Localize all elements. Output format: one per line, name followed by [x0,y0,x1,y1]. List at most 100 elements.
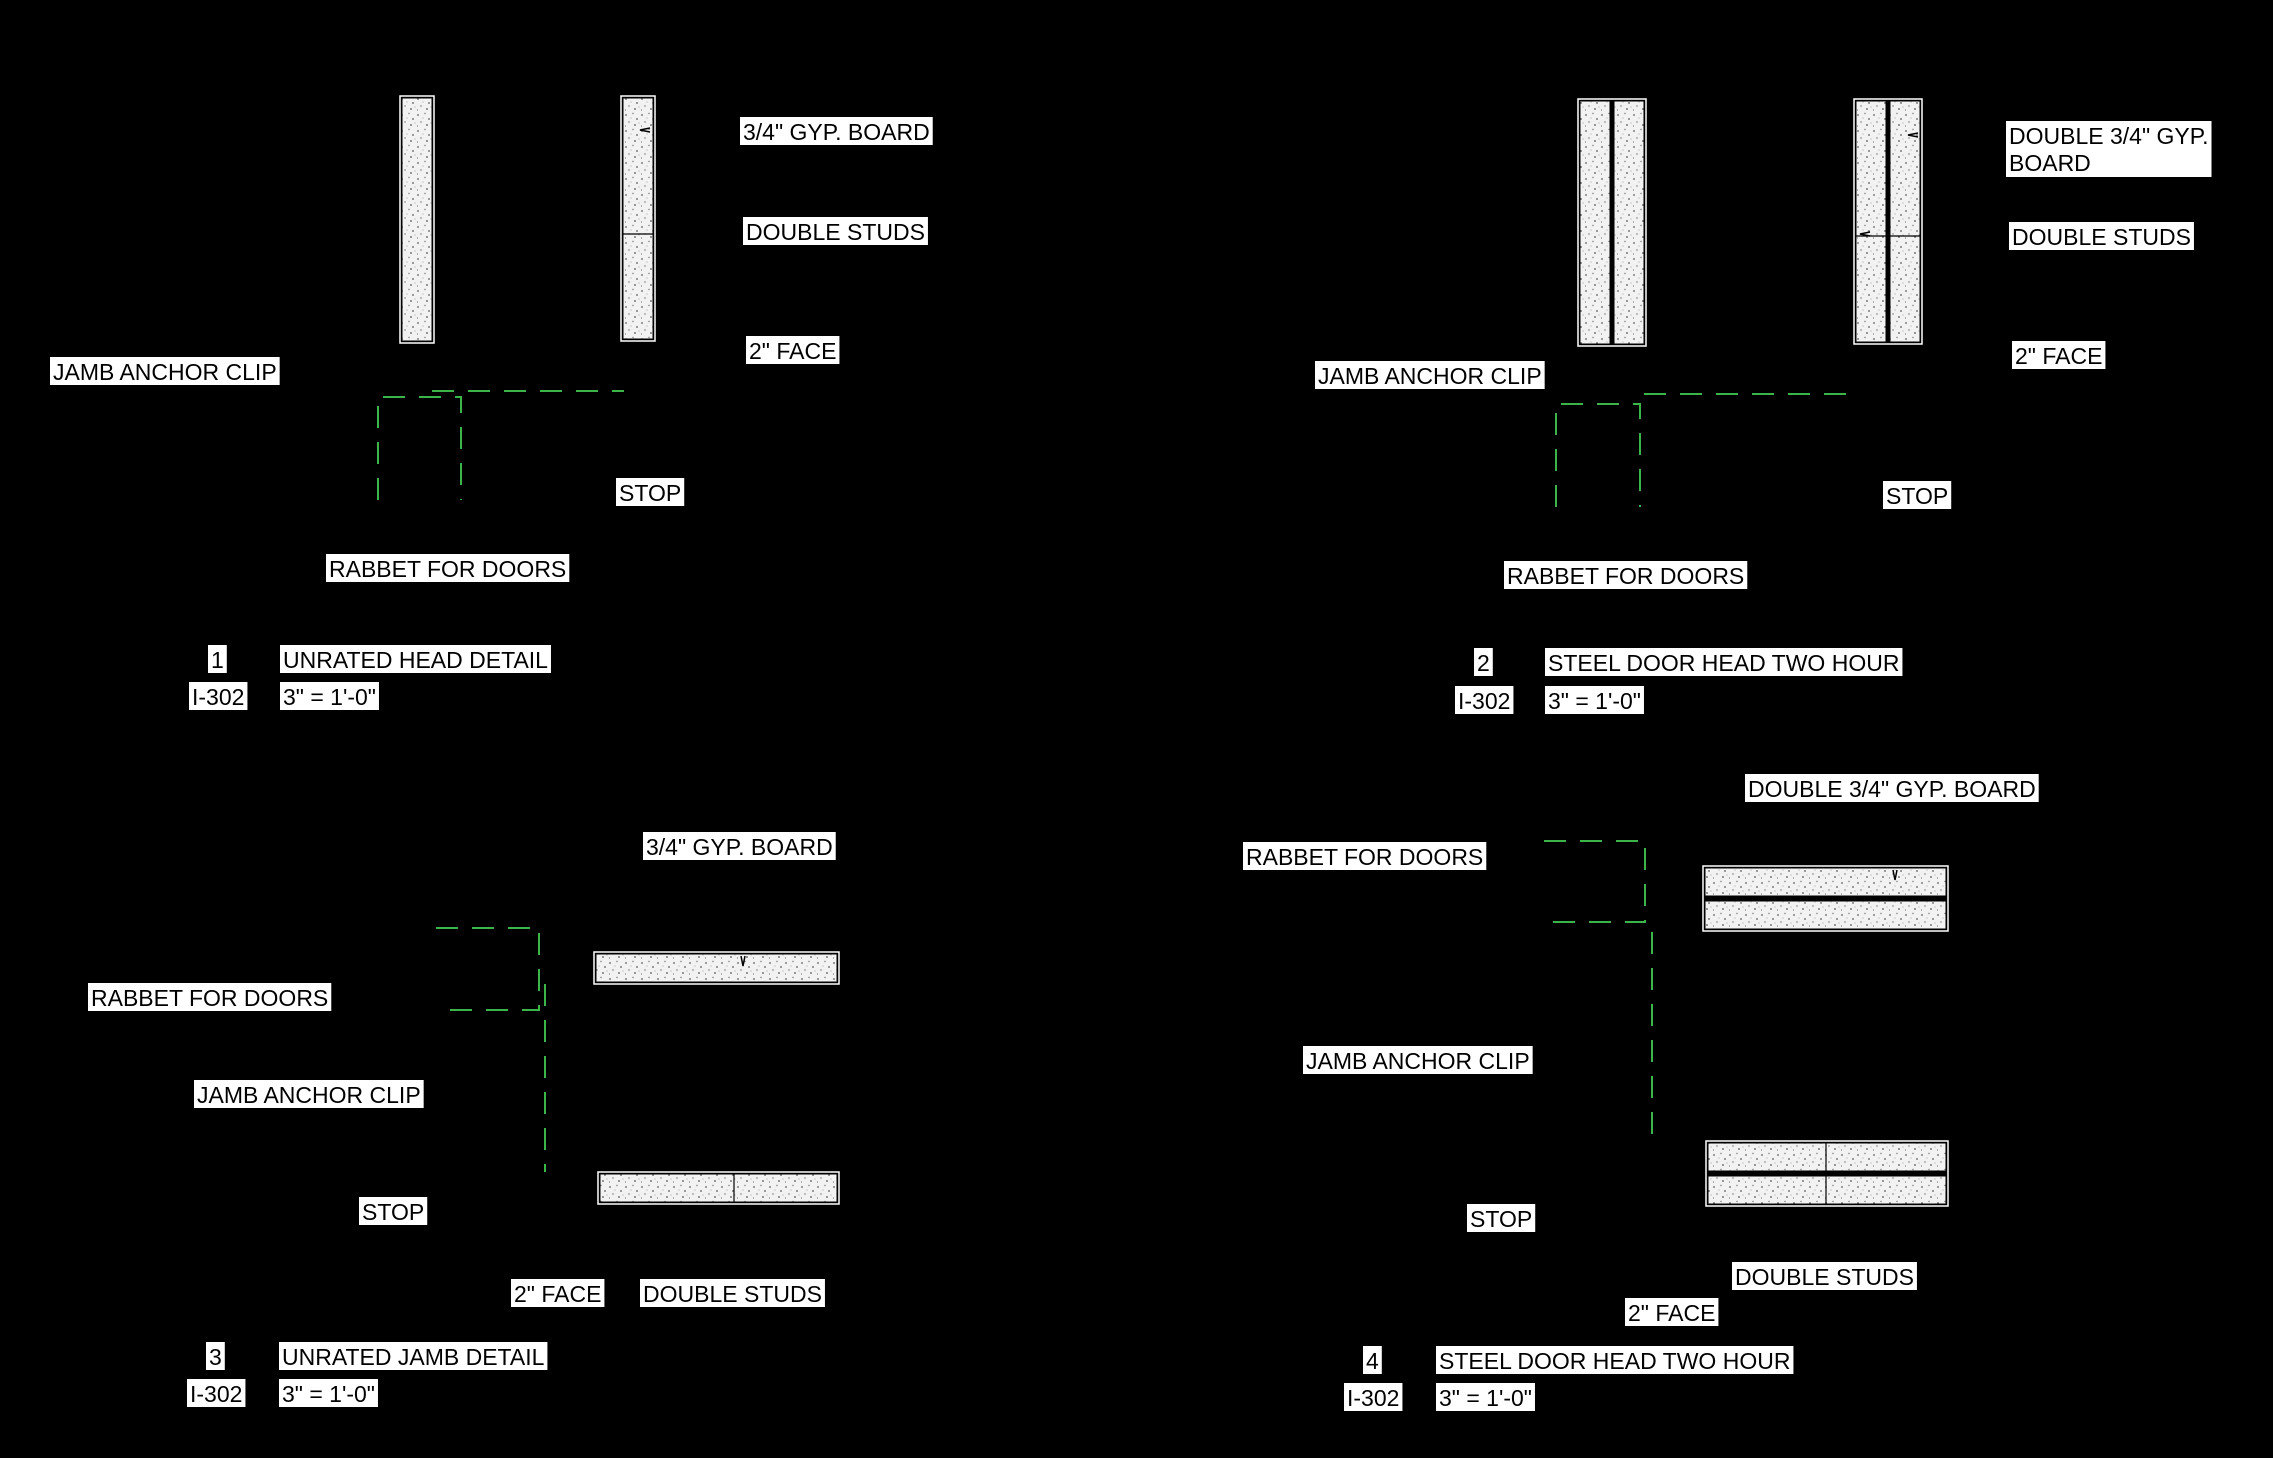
detail-title: UNRATED HEAD DETAIL [280,645,551,673]
svg-text:STEEL DOOR HEAD TWO HOUR: STEEL DOOR HEAD TWO HOUR [1439,1348,1790,1374]
leader-arrow [1892,869,1898,881]
rabbet-frame-shape [377,396,462,500]
svg-text:DOUBLE 3/4" GYP.: DOUBLE 3/4" GYP. [2009,123,2209,149]
gyp-board-left-inner [1613,100,1645,345]
svg-text:JAMB ANCHOR CLIP: JAMB ANCHOR CLIP [53,359,277,385]
leader-arrow-studs [1859,231,1871,237]
svg-text:STOP: STOP [1886,483,1948,509]
label-double-studs: DOUBLE STUDS [743,217,928,245]
leader-arrow [1907,132,1919,138]
label-gyp-board: 3/4" GYP. BOARD [740,117,933,145]
label-gyp-board: DOUBLE 3/4" GYP. BOARD [1745,774,2039,802]
svg-text:DOUBLE STUDS: DOUBLE STUDS [643,1281,822,1307]
svg-text:I-302: I-302 [1458,688,1510,714]
svg-text:3" = 1'-0": 3" = 1'-0" [283,684,376,710]
svg-text:3" = 1'-0": 3" = 1'-0" [1439,1385,1532,1411]
gyp-board-bottom-outer [1707,1142,1947,1172]
label-stop: STOP [616,478,685,506]
label-stop: STOP [1883,481,1952,509]
detail-scale: 3" = 1'-0" [1545,686,1644,714]
detail-title: STEEL DOOR HEAD TWO HOUR [1545,648,1903,676]
detail-number: 3 [206,1342,225,1370]
rabbet-frame-shape [436,927,540,1011]
svg-text:RABBET FOR DOORS: RABBET FOR DOORS [329,556,566,582]
detail-4: DOUBLE 3/4" GYP. BOARD RABBET FOR DOORS … [1243,774,2039,1411]
gyp-board-top-outer [1704,867,1947,897]
svg-text:DOUBLE STUDS: DOUBLE STUDS [1735,1264,1914,1290]
label-rabbet: RABBET FOR DOORS [1243,842,1487,870]
rabbet-frame-shape [1544,840,1646,923]
gyp-board-left-outline [1577,98,1647,347]
detail-number: 1 [208,645,227,673]
svg-text:RABBET FOR DOORS: RABBET FOR DOORS [91,985,328,1011]
gyp-board-top-inner [1704,900,1947,930]
svg-text:3/4" GYP. BOARD: 3/4" GYP. BOARD [646,834,833,860]
label-rabbet: RABBET FOR DOORS [1504,561,1748,589]
gyp-board-right-outer [1855,100,1887,343]
svg-text:I-302: I-302 [192,684,244,710]
detail-3: 3/4" GYP. BOARD RABBET FOR DOORS JAMB AN… [88,832,840,1407]
svg-text:2" FACE: 2" FACE [1628,1300,1715,1326]
svg-text:DOUBLE STUDS: DOUBLE STUDS [746,219,925,245]
svg-text:STOP: STOP [1470,1206,1532,1232]
svg-text:UNRATED HEAD DETAIL: UNRATED HEAD DETAIL [283,647,548,673]
svg-text:JAMB ANCHOR CLIP: JAMB ANCHOR CLIP [1306,1048,1530,1074]
gyp-board-bottom-outline [1705,1140,1949,1207]
label-stop: STOP [359,1197,428,1225]
svg-text:STOP: STOP [362,1199,424,1225]
gyp-board-top-outline [1702,865,1949,932]
label-double-studs: DOUBLE STUDS [1732,1262,1917,1290]
label-jamb-anchor-clip: JAMB ANCHOR CLIP [50,357,280,385]
svg-text:DOUBLE STUDS: DOUBLE STUDS [2012,224,2191,250]
gyp-board-bottom-outline [597,1171,840,1205]
label-gyp-board: DOUBLE 3/4" GYP. BOARD [2006,121,2212,177]
svg-text:RABBET FOR DOORS: RABBET FOR DOORS [1246,844,1483,870]
label-face: 2" FACE [1625,1298,1719,1326]
label-stop: STOP [1467,1204,1536,1232]
gyp-board-top [595,953,838,983]
label-face: 2" FACE [2012,341,2106,369]
leader-arrow [740,955,746,967]
label-jamb-anchor-clip: JAMB ANCHOR CLIP [1303,1046,1533,1074]
rabbet-frame-shape [1555,403,1641,507]
label-double-studs: DOUBLE STUDS [640,1279,825,1307]
svg-text:I-302: I-302 [1347,1385,1399,1411]
gyp-board-top-outline [593,951,840,985]
gyp-board-left-outer [1579,100,1611,345]
gyp-board-right [622,97,654,340]
svg-text:JAMB ANCHOR CLIP: JAMB ANCHOR CLIP [1318,363,1542,389]
svg-text:1: 1 [211,647,224,673]
gyp-board-right-outline [620,95,656,342]
svg-text:RABBET FOR DOORS: RABBET FOR DOORS [1507,563,1744,589]
gyp-board-left [401,97,433,342]
label-face: 2" FACE [746,336,840,364]
label-double-studs: DOUBLE STUDS [2009,222,2194,250]
svg-text:2" FACE: 2" FACE [749,338,836,364]
svg-text:4: 4 [1366,1348,1379,1374]
svg-text:2" FACE: 2" FACE [2015,343,2102,369]
detail-number: 2 [1474,648,1493,676]
label-jamb-anchor-clip: JAMB ANCHOR CLIP [1315,361,1545,389]
svg-text:2" FACE: 2" FACE [514,1281,601,1307]
label-rabbet: RABBET FOR DOORS [88,983,332,1011]
svg-text:DOUBLE 3/4" GYP. BOARD: DOUBLE 3/4" GYP. BOARD [1748,776,2036,802]
svg-text:3" = 1'-0": 3" = 1'-0" [1548,688,1641,714]
svg-text:BOARD: BOARD [2009,150,2091,176]
svg-text:2: 2 [1477,650,1490,676]
detail-2: DOUBLE 3/4" GYP. BOARD DOUBLE STUDS 2" F… [1315,98,2212,714]
detail-sheet-ref: I-302 [1344,1383,1403,1411]
svg-text:UNRATED JAMB DETAIL: UNRATED JAMB DETAIL [282,1344,545,1370]
leader-arrow [639,127,651,133]
detail-scale: 3" = 1'-0" [1436,1383,1535,1411]
detail-sheet-ref: I-302 [187,1379,246,1407]
detail-scale: 3" = 1'-0" [279,1379,378,1407]
svg-text:STEEL DOOR HEAD TWO HOUR: STEEL DOOR HEAD TWO HOUR [1548,650,1899,676]
svg-text:I-302: I-302 [190,1381,242,1407]
label-rabbet: RABBET FOR DOORS [326,554,570,582]
detail-1: 3/4" GYP. BOARD DOUBLE STUDS 2" FACE JAM… [50,95,933,710]
gyp-board-left-outline [399,95,435,344]
svg-text:3/4" GYP. BOARD: 3/4" GYP. BOARD [743,119,930,145]
svg-text:STOP: STOP [619,480,681,506]
label-jamb-anchor-clip: JAMB ANCHOR CLIP [194,1080,424,1108]
